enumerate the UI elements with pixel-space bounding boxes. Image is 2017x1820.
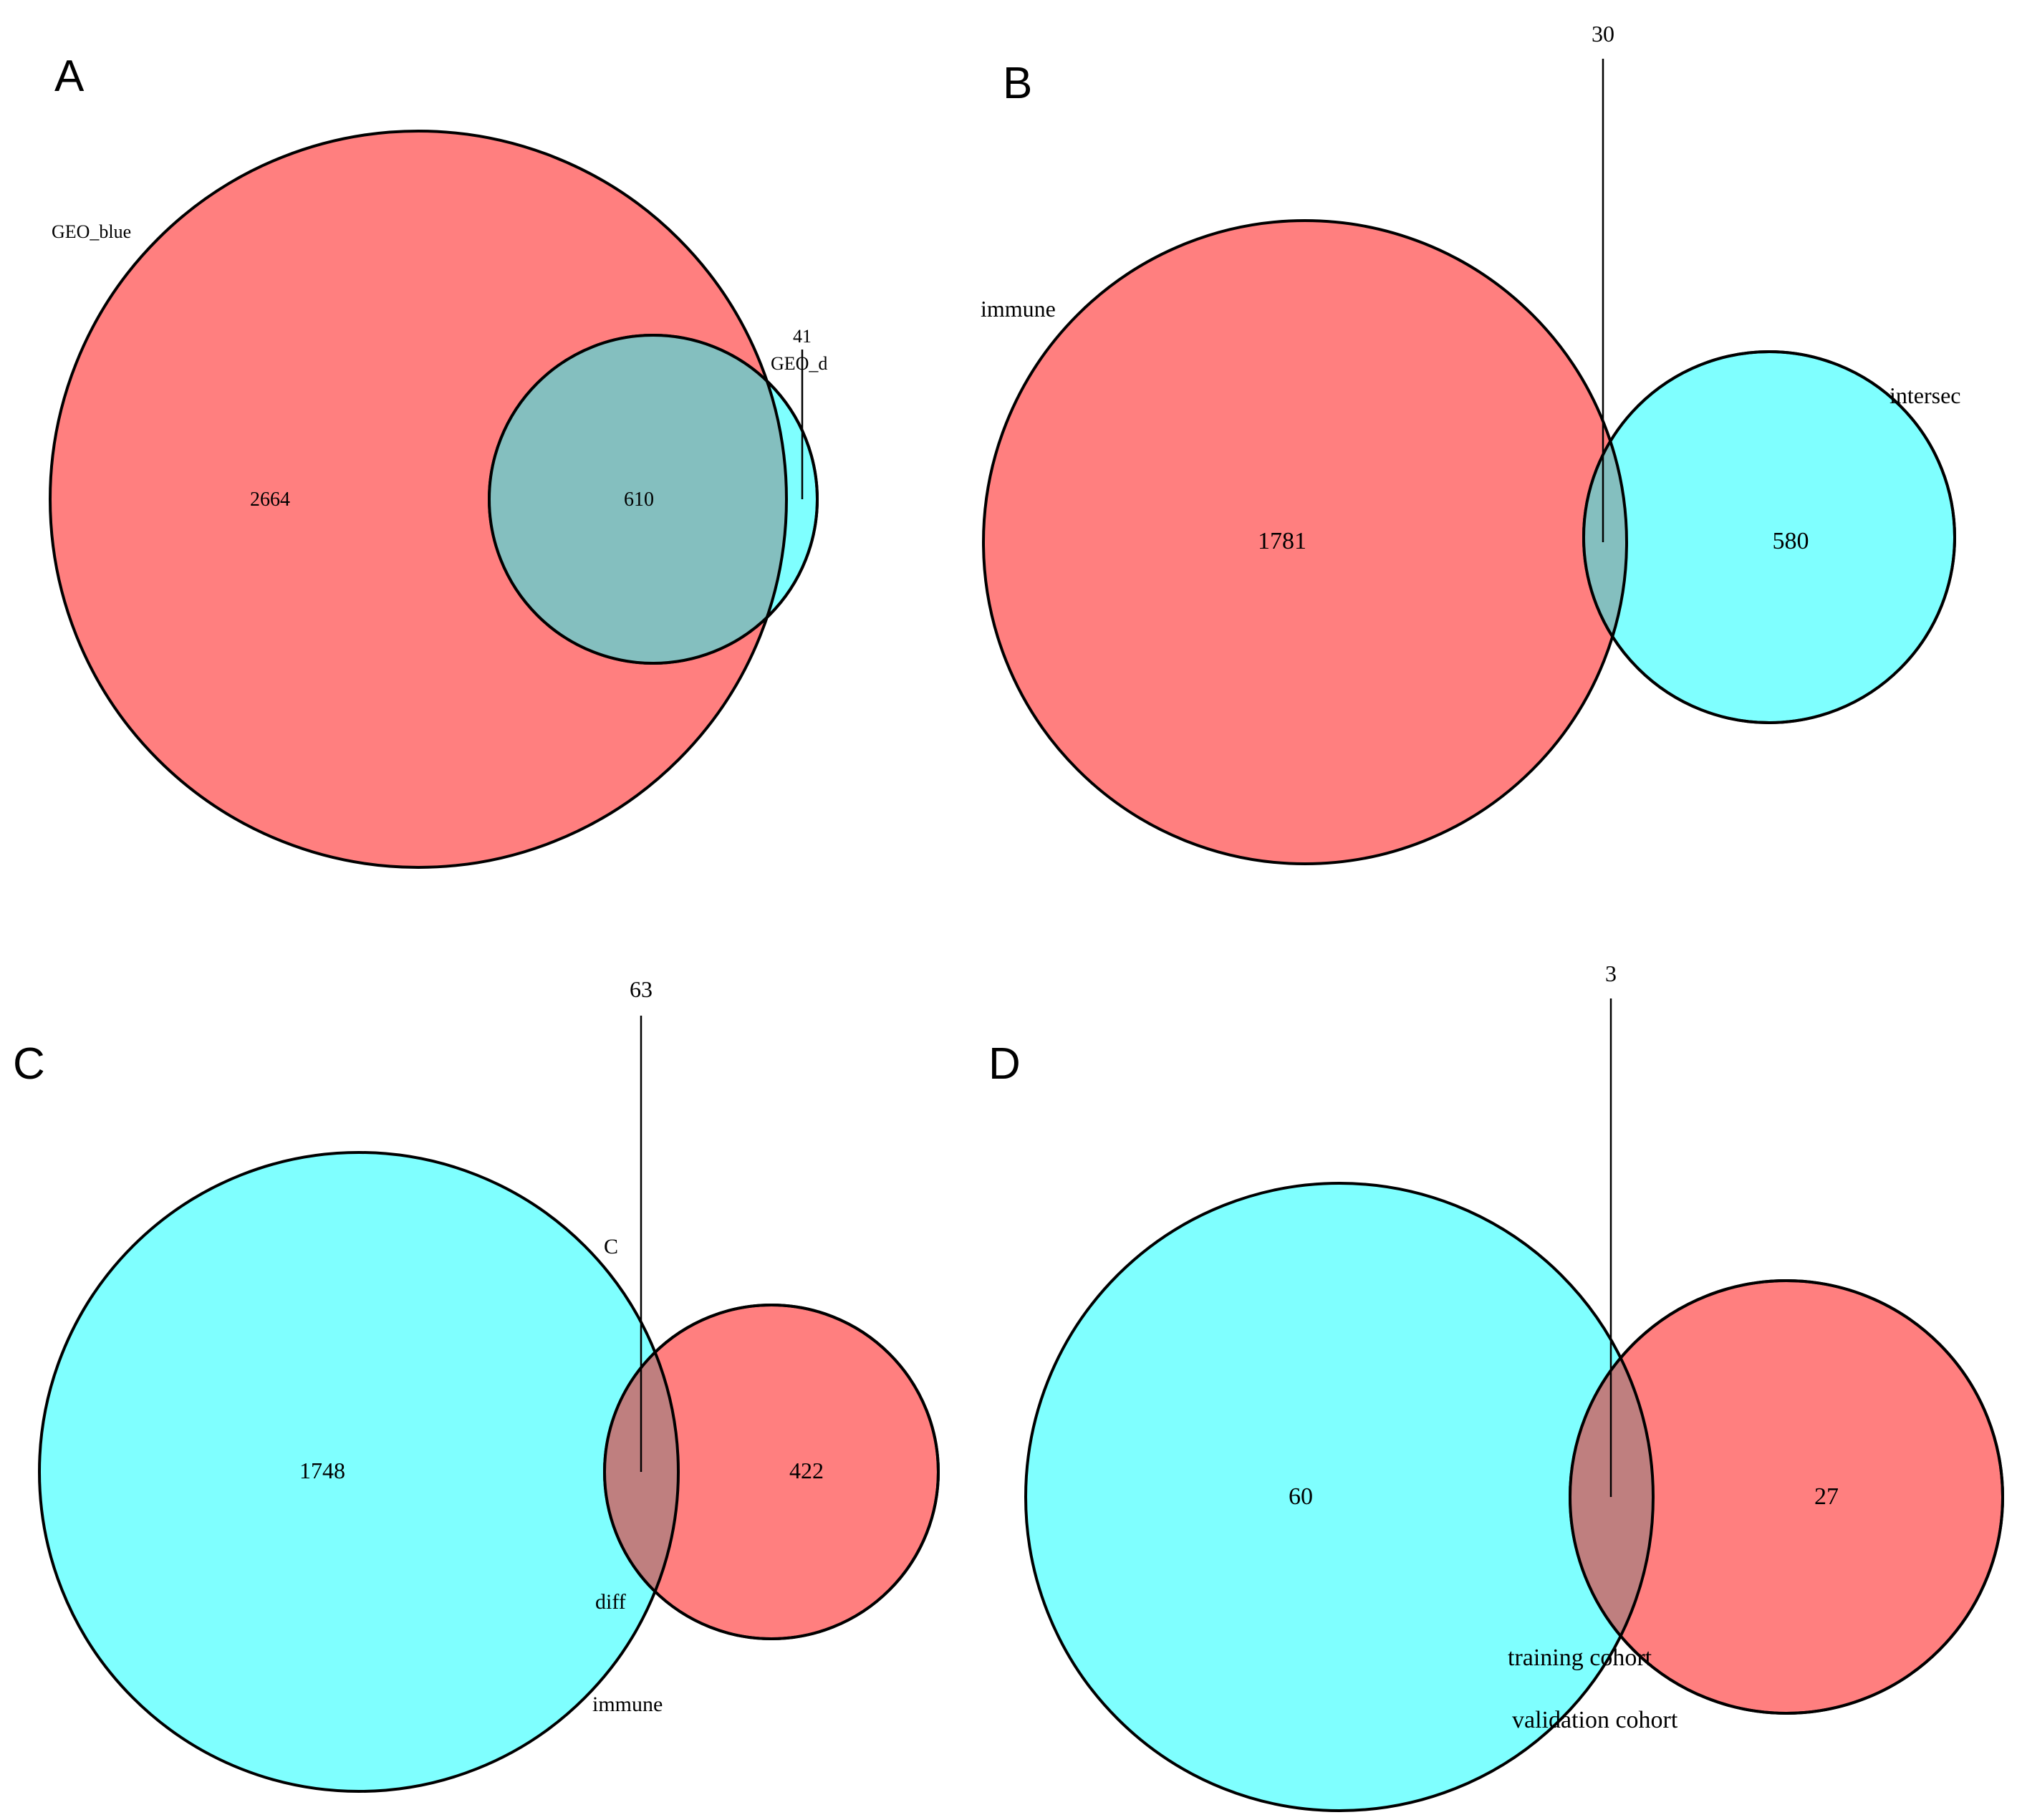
venn-d-overlap-outline bbox=[1570, 1281, 1655, 1713]
venn-c-set1-circle bbox=[38, 1151, 680, 1793]
venn-c-count-only2: 422 bbox=[789, 1458, 824, 1483]
venn-d-set2-outline bbox=[1569, 1279, 2004, 1715]
venn-c-label-diff: diff bbox=[595, 1590, 626, 1614]
venn-a-count-only2: 41 bbox=[793, 326, 812, 347]
venn-c-label-immune: immune bbox=[592, 1693, 663, 1716]
panel-b-letter: B bbox=[1003, 59, 1032, 108]
venn-a-set2-outline bbox=[488, 334, 819, 665]
venn-d-count-both: 3 bbox=[1605, 960, 1617, 986]
panel-d: D training cohort validation cohort 60 3… bbox=[988, 960, 2004, 1812]
venn-c-count-both: 63 bbox=[630, 976, 653, 1002]
venn-b-label-immune: immune bbox=[981, 296, 1056, 322]
venn-b-set2-outline bbox=[1582, 350, 1956, 724]
venn-a-count-only1: 2664 bbox=[250, 488, 290, 511]
venn-b-overlap-outline bbox=[1584, 352, 1628, 723]
panel-c-letter: C bbox=[13, 1039, 45, 1089]
venn-c-count-only1: 1748 bbox=[299, 1458, 345, 1483]
panel-a: A GEO_blue GEO_d 2664 610 41 bbox=[49, 52, 827, 869]
panel-d-letter: D bbox=[988, 1039, 1021, 1089]
venn-a-label-geo-d: GEO_d bbox=[771, 353, 827, 374]
venn-a-label-geo-blue: GEO_blue bbox=[52, 221, 131, 242]
venn-d-label-validation: validation cohort bbox=[1512, 1707, 1678, 1733]
venn-d-count-only1: 60 bbox=[1289, 1483, 1313, 1510]
venn-a-overlap-outline bbox=[489, 335, 788, 663]
venn-a-count-both: 610 bbox=[624, 488, 654, 511]
venn-b-count-only1: 1781 bbox=[1258, 528, 1306, 554]
venn-b-label-intersec: intersec bbox=[1890, 382, 1961, 408]
venn-c-label-c: C bbox=[604, 1235, 618, 1258]
panel-c: C C diff immune 1748 63 422 bbox=[13, 976, 940, 1793]
venn-d-count-only2: 27 bbox=[1814, 1483, 1839, 1510]
venn-b-count-only2: 580 bbox=[1773, 528, 1809, 554]
panel-b: B immune intersec 1781 30 580 bbox=[981, 21, 1961, 865]
venn-d-label-training: training cohort bbox=[1508, 1645, 1652, 1671]
venn-c-set2-outline bbox=[603, 1304, 940, 1640]
panel-a-letter: A bbox=[54, 52, 85, 101]
venn-c-overlap-outline bbox=[605, 1305, 680, 1639]
venn-b-count-both: 30 bbox=[1592, 21, 1614, 47]
